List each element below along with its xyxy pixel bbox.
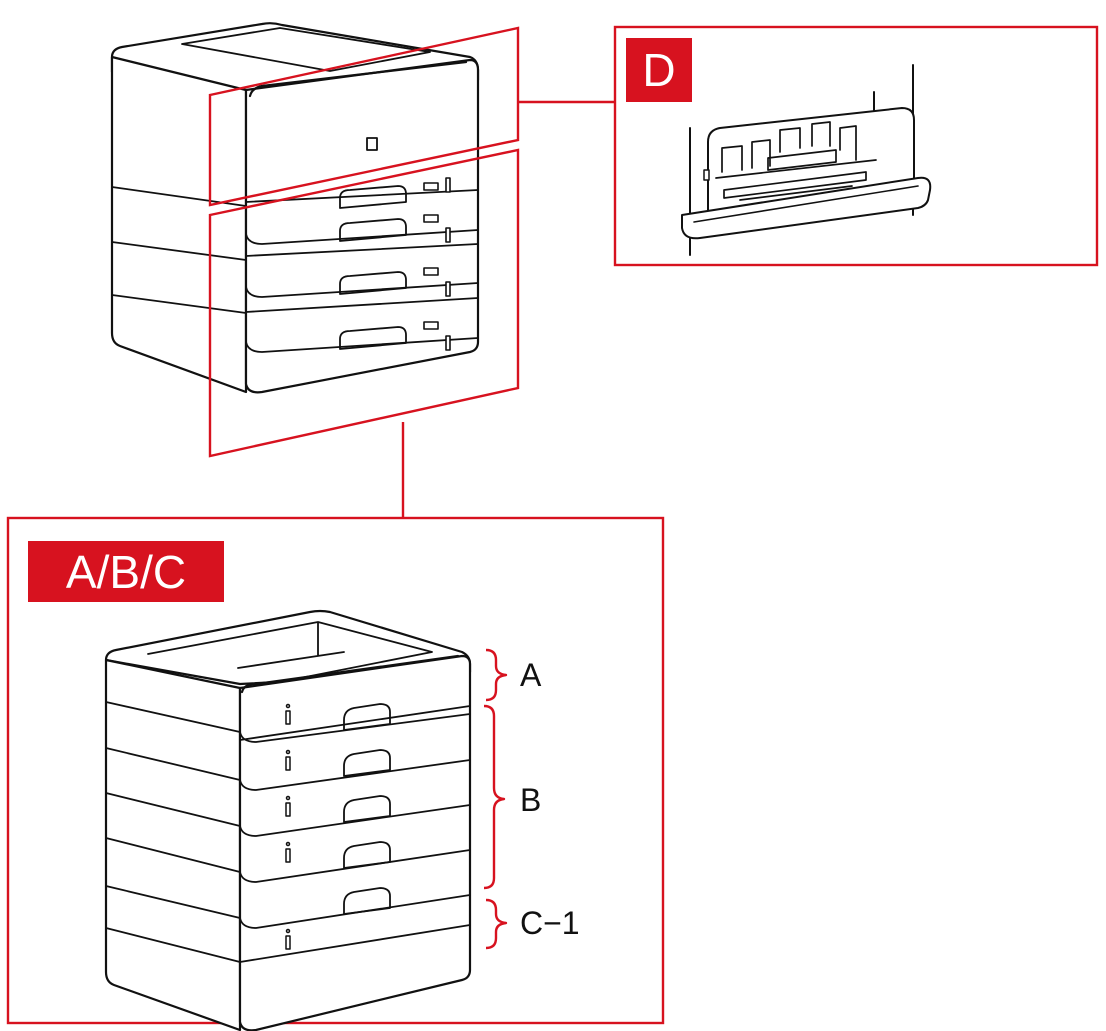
part-braces: [483, 648, 508, 950]
detail-abc-panel: A/B/C: [6, 516, 665, 1031]
connector-pins: [715, 121, 877, 201]
part-label-a: A: [520, 657, 542, 693]
printer-output-tray: [181, 27, 431, 72]
detail-d-badge-label: D: [642, 44, 675, 96]
brace-b: [483, 704, 506, 890]
printer-drawer-seams: [245, 189, 479, 353]
feeder-front-face: [238, 654, 472, 1031]
connector-base-plate: [681, 176, 932, 240]
connector-port-illustration: [681, 64, 932, 256]
printer-front-face: [244, 58, 480, 394]
feeder-front-lip: [240, 654, 460, 694]
connector-base-inner: [693, 185, 919, 223]
feeder-left-face: [104, 658, 242, 1031]
printer-drawer-handle-1: [339, 185, 407, 209]
printer-main-unit: [110, 22, 480, 394]
feeder-handle-5: [343, 887, 391, 915]
printer-drawer-handle-2: [339, 218, 407, 242]
feeder-stack: [104, 609, 472, 1031]
leader-lines: [401, 100, 615, 517]
connector-slot: [703, 169, 710, 181]
detail-d-panel: D: [613, 25, 1099, 267]
printer-drawer-handle-3: [339, 271, 407, 295]
printer-paper-gauges: [423, 177, 451, 351]
printer-power-button: [366, 137, 378, 151]
feeder-handle-2: [343, 749, 391, 777]
feeder-left-seams: [105, 701, 241, 963]
part-label-c1: C−1: [520, 905, 580, 941]
feeder-handle-3: [343, 795, 391, 823]
printer-front-cover-edge: [248, 60, 468, 98]
printer-left-face: [110, 55, 248, 394]
highlight-frame-d: [208, 26, 520, 207]
part-label-b: B: [520, 782, 541, 818]
brace-c1: [485, 898, 508, 950]
printer-drawer-handle-4: [339, 326, 407, 350]
detail-abc-badge: [28, 541, 224, 602]
brace-a: [485, 648, 508, 702]
highlight-frame-abc: [208, 148, 520, 458]
feeder-handle-1: [343, 703, 391, 731]
feeder-top-recess: [147, 621, 433, 685]
detail-abc-badge-label: A/B/C: [66, 546, 186, 598]
feeder-handle-4: [343, 841, 391, 869]
feeder-level-indicators: [285, 703, 291, 950]
feeder-front-seams: [239, 705, 471, 963]
callout-highlights: [208, 26, 520, 458]
detail-d-badge: [626, 38, 692, 102]
